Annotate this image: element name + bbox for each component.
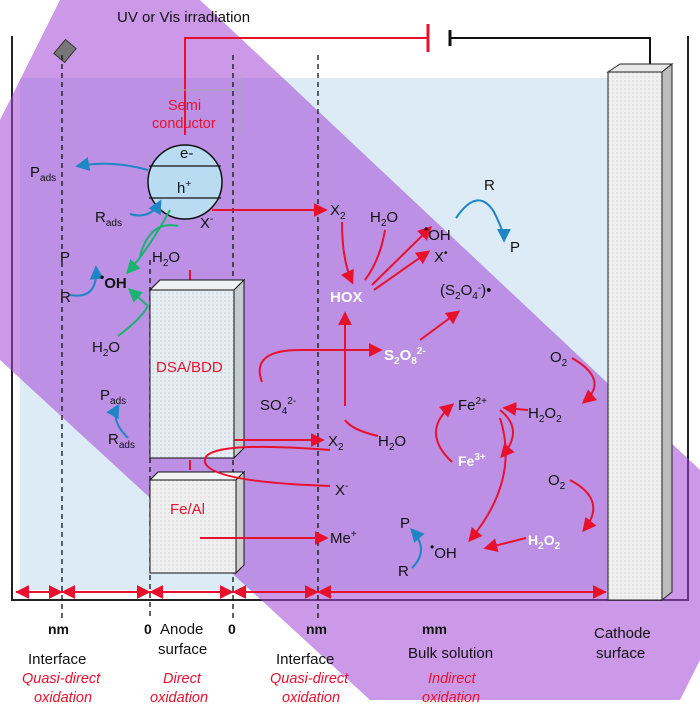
x-minus-lower: X- [335,481,348,499]
x2-label-lower: X2 [328,433,344,453]
scale-zero-left: 0 [144,621,152,637]
feal-electrode [149,479,237,574]
h2o-label-lower: H2O [378,433,406,453]
scale-mm: mm [422,621,447,637]
hole-label: h+ [177,179,191,197]
arrow-r-to-p-bulk [455,199,511,243]
cathode-label-2: surface [596,645,645,662]
arrow-o2-to-h2o2-1 [571,357,598,404]
s2o8-label: S2O82- [384,346,426,367]
zone-2-type2: oxidation [150,690,208,706]
me-ion-label: Me+ [330,529,357,547]
zone-2-type: Direct [163,671,202,687]
r-label-bulk: R [484,177,495,194]
r-ads-label-2: Rads [108,431,135,451]
p-ads-label: Pads [30,164,56,184]
zone-4-type2: oxidation [422,690,480,706]
lamp-probe-icon [53,38,77,64]
zone-2-name2: surface [158,641,207,658]
arrow-s2o8-to-s2o4 [419,310,461,341]
hox-label: HOX [330,289,363,306]
scale-nm-right: nm [306,621,327,637]
arrow-r-to-p-lower [410,527,425,569]
r-ads-label: Rads [95,209,122,229]
semiconductor-particle [147,144,223,220]
zone-3-type2: oxidation [282,690,340,706]
arrow-hox-to-oh [371,226,432,286]
h2o2-label-1: H2O2 [528,405,562,425]
cathode-electrode [607,71,663,601]
dsa-label: DSA/BDD [156,359,223,376]
arrow-r-to-p-1 [69,265,104,297]
x-radical-label: X• [434,248,448,266]
electron-label: e- [180,145,193,162]
arrow-h2o2-to-fe2 [502,401,529,416]
o2-label-2: O2 [548,472,566,492]
semiconductor-title-1: Semi [168,98,201,114]
r-label-1: R [60,289,71,306]
zone-3-type: Quasi-direct [270,671,349,687]
p-label-1: P [60,249,70,266]
zone-1-name: Interface [28,651,86,668]
h2o-label-semiconductor: H2O [152,249,180,269]
zone-1-type: Quasi-direct [22,671,101,687]
arrow-p-ads [75,157,149,171]
arrow-x-minus-cycle [203,445,331,487]
irradiation-label: UV or Vis irradiation [117,9,250,26]
feal-label: Fe/Al [170,501,205,518]
arrow-r-ads-2 [106,403,129,439]
h2o-label-top: H2O [370,209,398,229]
zone-2-name: Anode [160,621,203,638]
fe3-label: Fe3+ [458,452,486,469]
scale-zero-right: 0 [228,621,236,637]
wire-anode [184,37,428,135]
h2o-label-left: H2O [92,339,120,359]
fe2-label: Fe2+ [458,396,487,414]
arrow-h2o2-to-oh [483,537,527,553]
arrow-fe3-to-fe2 [435,403,455,463]
o2-label-1: O2 [550,349,568,369]
arrow-r-ads [129,199,162,217]
scale-nm-left: nm [48,621,69,637]
zone-3-name: Interface [276,651,334,668]
cathode-label-1: Cathode [594,625,651,642]
wire-cathode [450,37,651,68]
arrow-hox-to-xdot [373,250,431,291]
cathode-top [606,63,674,73]
arrow-so4-to-s2o8 [258,343,383,383]
p-label-lower: P [400,515,410,532]
so4-label: SO42- [260,396,296,417]
oh-radical-bulk: •OH [424,222,451,244]
arrow-fe2-to-oh [468,417,507,543]
r-label-lower: R [398,563,409,580]
p-label-bulk: P [510,239,520,256]
s2o4-radical-label: (S2O4-)• [440,282,491,302]
x-minus-semiconductor: X- [200,214,213,232]
arrow-h2o-to-oh [126,209,171,275]
x2-label-top: X2 [330,202,346,222]
h2o2-label-2: H2O2 [528,532,561,552]
dsa-electrode [149,289,235,459]
oh-radical-surface: •OH [100,270,127,292]
dsa-electrode-side [233,278,245,460]
cathode-side [661,62,673,602]
oh-radical-lower: •OH [430,540,457,562]
feal-electrode-side [235,470,245,575]
zone-1-type2: oxidation [34,690,92,706]
zone-4-name: Bulk solution [408,645,493,662]
zone-4-type: Indirect [428,671,477,687]
dsa-electrode-top [148,279,246,291]
p-ads-label-2: Pads [100,387,126,407]
semiconductor-title-2: conductor [152,116,216,132]
arrow-o2-to-h2o2-2 [569,479,597,533]
